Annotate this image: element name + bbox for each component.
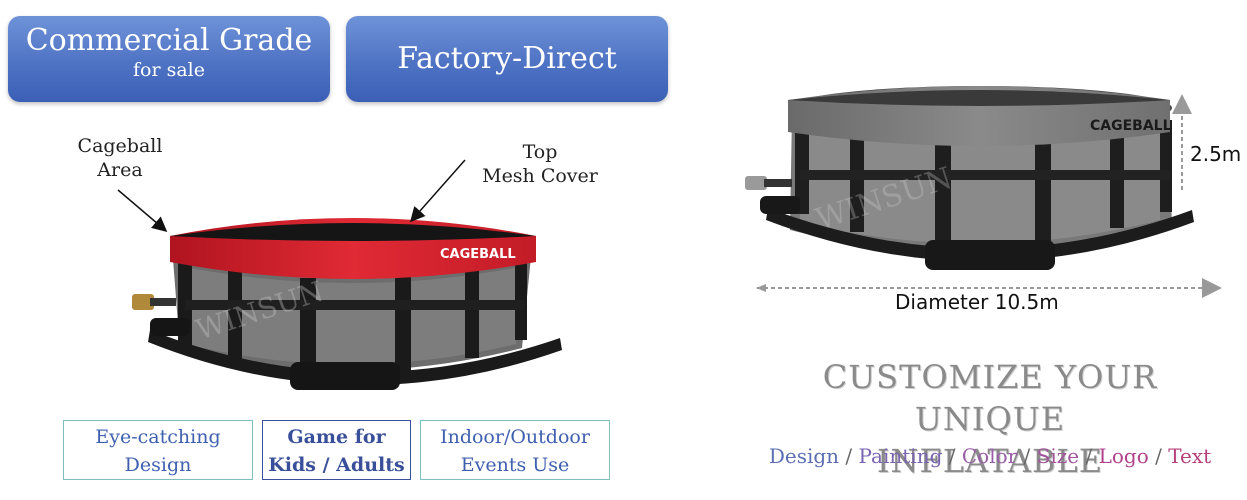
customize-option-design: Design bbox=[768, 444, 840, 468]
factory-direct-badge: Factory-Direct bbox=[346, 16, 668, 102]
customize-options: Design / Painting / Color / Size / Logo … bbox=[740, 442, 1240, 470]
feature-kids-adults: Game for Kids / Adults bbox=[262, 420, 411, 480]
factory-direct-label: Factory-Direct bbox=[397, 41, 617, 76]
brand-label-right: CAGEBALL bbox=[1090, 118, 1172, 134]
option-separator: / bbox=[1148, 444, 1169, 468]
option-separator: / bbox=[839, 444, 859, 468]
cageball-arena-grey: CAGEBALL WINSUN bbox=[745, 86, 1194, 270]
feature-3-line2: Events Use bbox=[460, 454, 570, 476]
cageball-arena-red: CAGEBALL WINSUN bbox=[132, 218, 562, 390]
commercial-grade-title: Commercial Grade bbox=[25, 23, 313, 58]
callout-top-line2: Mesh Cover bbox=[482, 165, 598, 187]
option-separator: / bbox=[942, 444, 962, 468]
height-label: 2.5m bbox=[1190, 142, 1242, 166]
commercial-grade-subtitle: for sale bbox=[133, 59, 205, 81]
customize-option-painting: Painting bbox=[858, 444, 943, 468]
feature-1-line2: Design bbox=[124, 454, 192, 476]
customize-title-line1: CUSTOMIZE YOUR UNIQUE bbox=[822, 358, 1158, 438]
feature-2-line1: Game for bbox=[287, 426, 386, 448]
feature-2-line2: Kids / Adults bbox=[268, 454, 405, 476]
customize-title-line2: INFLATABLE bbox=[876, 442, 1104, 480]
feature-3-line1: Indoor/Outdoor bbox=[440, 426, 590, 448]
brand-label-left: CAGEBALL bbox=[440, 247, 516, 262]
feature-indoor-outdoor: Indoor/Outdoor Events Use bbox=[420, 420, 610, 480]
feature-eye-catching: Eye-catching Design bbox=[63, 420, 253, 480]
callout-cageball-area: Cageball Area bbox=[60, 134, 180, 182]
callout-arrow-cageball bbox=[117, 189, 168, 232]
callout-cageball-line1: Cageball bbox=[77, 135, 163, 157]
callout-top-mesh-cover: Top Mesh Cover bbox=[470, 140, 610, 188]
feature-1-line1: Eye-catching bbox=[95, 426, 221, 448]
customize-option-size: Size bbox=[1036, 444, 1080, 468]
customize-option-logo: Logo bbox=[1098, 444, 1149, 468]
diameter-label: Diameter 10.5m bbox=[895, 290, 1059, 314]
customize-option-text: Text bbox=[1168, 444, 1212, 468]
option-separator: / bbox=[1079, 444, 1099, 468]
customize-title: CUSTOMIZE YOUR UNIQUE INFLATABLE bbox=[750, 356, 1230, 482]
callout-top-line1: Top bbox=[522, 141, 558, 163]
customize-option-color: Color bbox=[961, 444, 1018, 468]
option-separator: / bbox=[1017, 444, 1037, 468]
commercial-grade-badge: Commercial Grade for sale bbox=[8, 16, 330, 102]
callout-arrow-top bbox=[410, 159, 466, 223]
callout-cageball-line2: Area bbox=[97, 159, 143, 181]
